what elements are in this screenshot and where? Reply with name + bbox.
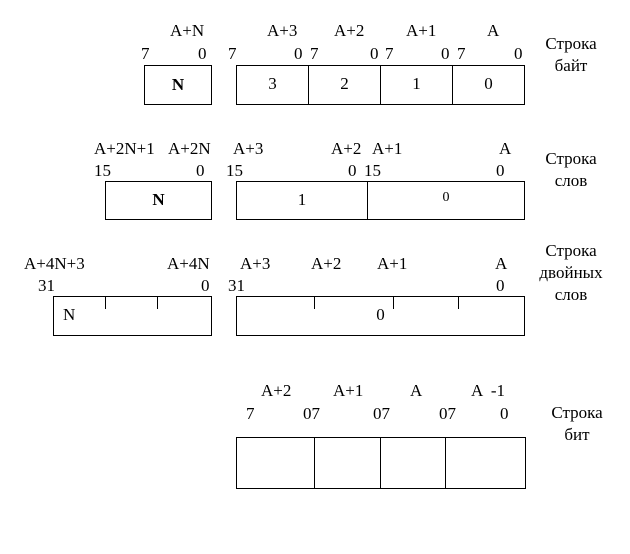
- addr-a: A: [487, 21, 500, 40]
- addr-a-plus-n: A+N: [170, 21, 205, 40]
- word-cell-0: 0: [442, 190, 450, 205]
- byte-cell-3: 3: [268, 74, 277, 93]
- dword-n-tick: [105, 296, 106, 309]
- word-string-title-line2: слов: [554, 171, 588, 190]
- dword-tick: [314, 296, 315, 309]
- bit-divider: [380, 437, 381, 489]
- addr-a: A: [495, 254, 508, 273]
- addr-a: A: [410, 381, 423, 400]
- dword-tick: [458, 296, 459, 309]
- addr-a-plus-3: A+3: [240, 254, 271, 273]
- bit-string-title: Строка бит: [539, 402, 615, 446]
- word-main-box: [236, 181, 525, 220]
- addr-a-plus-3: A+3: [267, 21, 298, 40]
- bit-label-hi: 7: [228, 44, 237, 63]
- addr-a-plus-2n-plus-1: A+2N+1: [94, 139, 155, 158]
- bit-label-hi: 15: [364, 161, 381, 180]
- byte-n-label: N: [171, 75, 185, 94]
- bit-label-lo: 0: [496, 276, 505, 295]
- byte-cell-2: 2: [340, 74, 349, 93]
- dword-string-title-line1: Строка: [545, 241, 597, 260]
- bit-divider: [445, 437, 446, 489]
- bit-label-lo: 0: [514, 44, 523, 63]
- byte-divider: [452, 65, 453, 105]
- dword-n-tick: [157, 296, 158, 309]
- addr-a-plus-2n: A+2N: [168, 139, 211, 158]
- bit-label-hi: 31: [228, 276, 245, 295]
- bit-label-lo: 0: [196, 161, 205, 180]
- word-n-label: N: [152, 190, 165, 209]
- bit-string-title-line1: Строка: [551, 403, 603, 422]
- bit-label-hi: 7: [385, 44, 394, 63]
- addr-a-plus-1: A+1: [333, 381, 364, 400]
- bit-label-lo: 0: [496, 161, 505, 180]
- dword-n-label: N: [63, 305, 76, 324]
- addr-a-plus-1: A+1: [372, 139, 403, 158]
- dword-string-title-line2: двойных: [539, 263, 603, 282]
- byte-string-title-line1: Строка: [545, 34, 597, 53]
- dword-tick: [393, 296, 394, 309]
- dword-n-box: [53, 296, 212, 336]
- bit-label-07: 07: [439, 404, 456, 423]
- bit-label-lo: 0: [441, 44, 450, 63]
- byte-string-title-line2: байт: [554, 56, 588, 75]
- addr-a-plus-2: A+2: [334, 21, 365, 40]
- bit-label-lo: 0: [198, 44, 207, 63]
- bit-string-title-line2: бит: [564, 425, 590, 444]
- bit-main-box: [236, 437, 526, 489]
- addr-a-plus-4n: A+4N: [167, 254, 210, 273]
- bit-label-lo: 0: [201, 276, 210, 295]
- bit-label-hi: 7: [141, 44, 150, 63]
- byte-divider: [308, 65, 309, 105]
- word-string-title: Строка слов: [533, 148, 609, 192]
- addr-a-plus-2: A+2: [331, 139, 362, 158]
- word-n-box: [105, 181, 212, 220]
- addr-a: A: [499, 139, 512, 158]
- byte-cell-0: 0: [484, 74, 493, 93]
- bit-label-hi: 15: [226, 161, 243, 180]
- bit-label-hi: 31: [38, 276, 55, 295]
- addr-a-plus-2: A+2: [311, 254, 342, 273]
- dword-string-title-line3: слов: [554, 285, 588, 304]
- addr-a-plus-3: A+3: [233, 139, 264, 158]
- word-string-title-line1: Строка: [545, 149, 597, 168]
- bit-label-hi: 15: [94, 161, 111, 180]
- bit-label-0: 0: [500, 404, 509, 423]
- bit-label-07: 07: [373, 404, 390, 423]
- byte-divider: [380, 65, 381, 105]
- bit-divider: [314, 437, 315, 489]
- addr-a-plus-1: A+1: [406, 21, 437, 40]
- bit-label-lo: 0: [294, 44, 303, 63]
- addr-a-minus-1: A -1: [471, 381, 505, 400]
- dword-cell-0: 0: [376, 305, 385, 324]
- word-divider: [367, 181, 368, 220]
- addr-a-plus-1: A+1: [377, 254, 408, 273]
- dword-string-title: Строка двойных слов: [531, 240, 611, 306]
- byte-string-title: Строка байт: [533, 33, 609, 77]
- bit-label-hi: 7: [310, 44, 319, 63]
- byte-n-box: [144, 65, 212, 105]
- addr-a-plus-4n-plus-3: A+4N+3: [24, 254, 85, 273]
- bit-label-7: 7: [246, 404, 255, 423]
- byte-cell-1: 1: [412, 74, 421, 93]
- addr-a-plus-2: A+2: [261, 381, 292, 400]
- word-cell-1: 1: [297, 190, 307, 209]
- bit-label-lo: 0: [348, 161, 357, 180]
- bit-label-hi: 7: [457, 44, 466, 63]
- bit-label-07: 07: [303, 404, 320, 423]
- bit-label-lo: 0: [370, 44, 379, 63]
- dword-main-box: [236, 296, 525, 336]
